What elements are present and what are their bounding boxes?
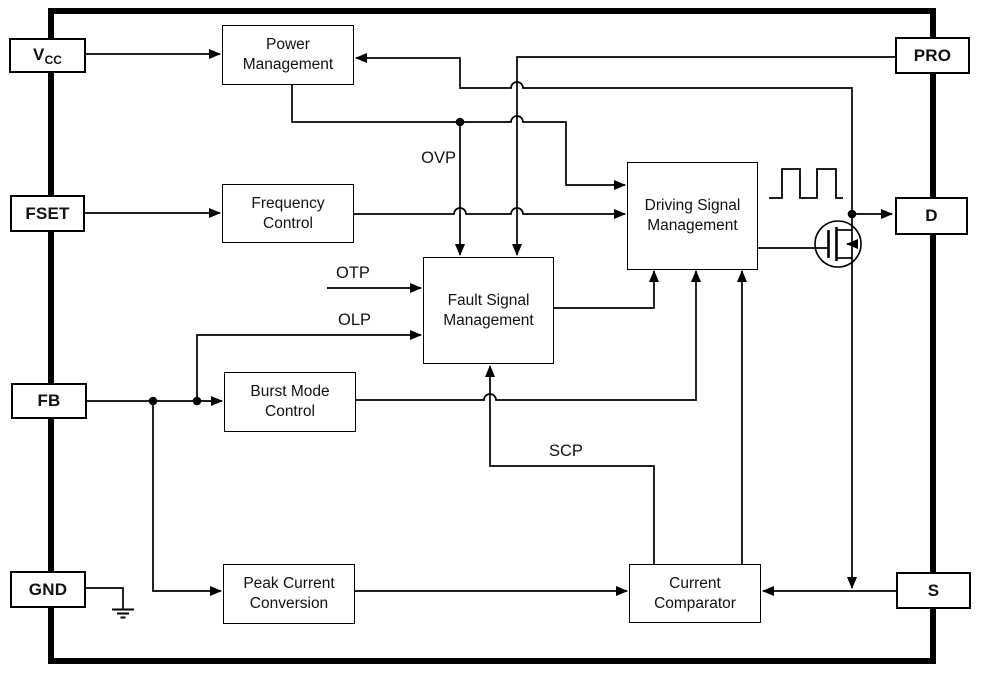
pin-pro: PRO [895, 37, 970, 74]
junction-dot [148, 396, 158, 406]
wire-power-to-driving [291, 84, 626, 190]
block-fault-signal-management: Fault Signal Management [423, 257, 554, 364]
junction-dot [192, 396, 202, 406]
block-power-management: Power Management [222, 25, 354, 85]
block-driving-signal-management: Driving Signal Management [627, 162, 758, 270]
ic-boundary [48, 8, 936, 664]
ground-icon [86, 587, 134, 619]
pin-s: S [896, 572, 971, 609]
junction-dot [455, 117, 465, 127]
label-otp: OTP [336, 264, 370, 282]
pin-d: D [895, 197, 968, 235]
junction-dot [847, 209, 857, 219]
pwm-waveform-icon [769, 168, 843, 199]
wire-fault-to-driving [554, 270, 659, 309]
label-olp: OLP [338, 311, 372, 329]
pin-fb: FB [11, 383, 87, 419]
wire-pro-to-fault [512, 56, 895, 256]
mosfet-icon [814, 220, 862, 268]
wire-fb-to-peak [152, 401, 222, 596]
wire-frequency-to-driving [354, 207, 626, 219]
wire-drain-to-power [355, 53, 853, 214]
pin-gnd: GND [10, 571, 86, 608]
pin-vcc: VCC [9, 38, 86, 73]
label-scp: SCP [549, 442, 583, 460]
wire-burst-to-driving [356, 270, 701, 401]
block-current-comparator: Current Comparator [629, 564, 761, 623]
wire-olp-to-fault [196, 330, 422, 401]
wire-scp-to-fault [485, 365, 655, 564]
pin-fset: FSET [10, 195, 85, 232]
block-frequency-control: Frequency Control [222, 184, 354, 243]
block-burst-mode-control: Burst Mode Control [224, 372, 356, 432]
label-ovp: OVP [421, 149, 456, 167]
block-peak-current-conversion: Peak Current Conversion [223, 564, 355, 624]
pin-vcc-label: VCC [33, 44, 62, 67]
